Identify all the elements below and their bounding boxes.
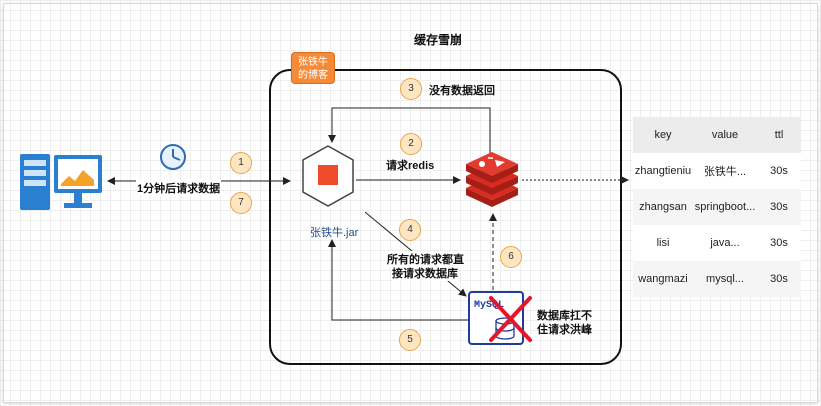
table-cell-value: mysql... [706, 273, 744, 285]
table-row: zhangsan springboot... 30s [633, 189, 801, 225]
step-badge-4: 4 [399, 219, 421, 241]
mysql-text: MySQL [474, 300, 504, 311]
table-cell-key: zhangtieniu [634, 165, 692, 177]
app-label: 张铁牛.jar [310, 227, 359, 239]
brand-line-2: 的博客 [298, 70, 328, 81]
label-all-direct-2: 接请求数据库 [392, 265, 458, 281]
label-all-direct-1: 所有的请求都直 [387, 251, 464, 267]
table-row: wangmazi mysql... 30s [633, 261, 801, 297]
column-header-key: key [654, 129, 672, 141]
table-cell-ttl: 30s [770, 165, 788, 177]
step-badge-3: 3 [400, 78, 422, 100]
canvas-frame [3, 3, 818, 403]
table-cell-ttl: 30s [770, 273, 788, 285]
table-cell-ttl: 30s [770, 237, 788, 249]
step-badge-6: 6 [500, 246, 522, 268]
label-db-overload-2: 住请求洪峰 [537, 324, 592, 336]
diagram-title: 缓存雪崩 [414, 33, 463, 47]
system-boundary [269, 69, 622, 365]
step-badge-2: 2 [400, 133, 422, 155]
column-header-value: value [711, 129, 739, 141]
step-badge-7: 7 [230, 192, 252, 214]
redis-icon [466, 152, 518, 207]
computer-icon [20, 154, 102, 210]
red-x-icon [489, 296, 532, 342]
cache-table: key value ttl zhangtieniu 张铁牛... 30s zha… [633, 117, 801, 297]
step-badge-1: 1 [230, 152, 252, 174]
table-cell-value: springboot... [694, 201, 756, 213]
column-header-ttl: ttl [774, 129, 784, 141]
table-row: zhangtieniu 张铁牛... 30s [633, 153, 801, 189]
table-cell-key: wangmazi [638, 273, 688, 285]
table-cell-key: lisi [656, 237, 670, 249]
label-request-redis: 请求redis [386, 160, 435, 172]
edge-redis-no-data [328, 107, 491, 156]
table-cell-ttl: 30s [770, 201, 788, 213]
mysql-icon: MySQL [468, 291, 524, 345]
table-cell-key: zhangsan [639, 201, 687, 213]
table-cell-value: java... [710, 237, 740, 249]
table-header: key value ttl [633, 117, 801, 153]
table-row: lisi java... 30s [633, 225, 801, 261]
box-icon [302, 145, 354, 207]
brand-tag: 张铁牛 的博客 [291, 52, 335, 84]
step-badge-5: 5 [399, 329, 421, 351]
table-cell-value: 张铁牛... [703, 166, 747, 178]
clock-icon [160, 144, 186, 170]
label-request-after: 1分钟后请求数据 [136, 180, 222, 196]
edge-mysql-app [328, 239, 470, 321]
label-no-data-return: 没有数据返回 [429, 85, 495, 97]
label-db-overload-1: 数据库扛不 [537, 310, 592, 322]
brand-line-1: 张铁牛 [298, 57, 328, 68]
